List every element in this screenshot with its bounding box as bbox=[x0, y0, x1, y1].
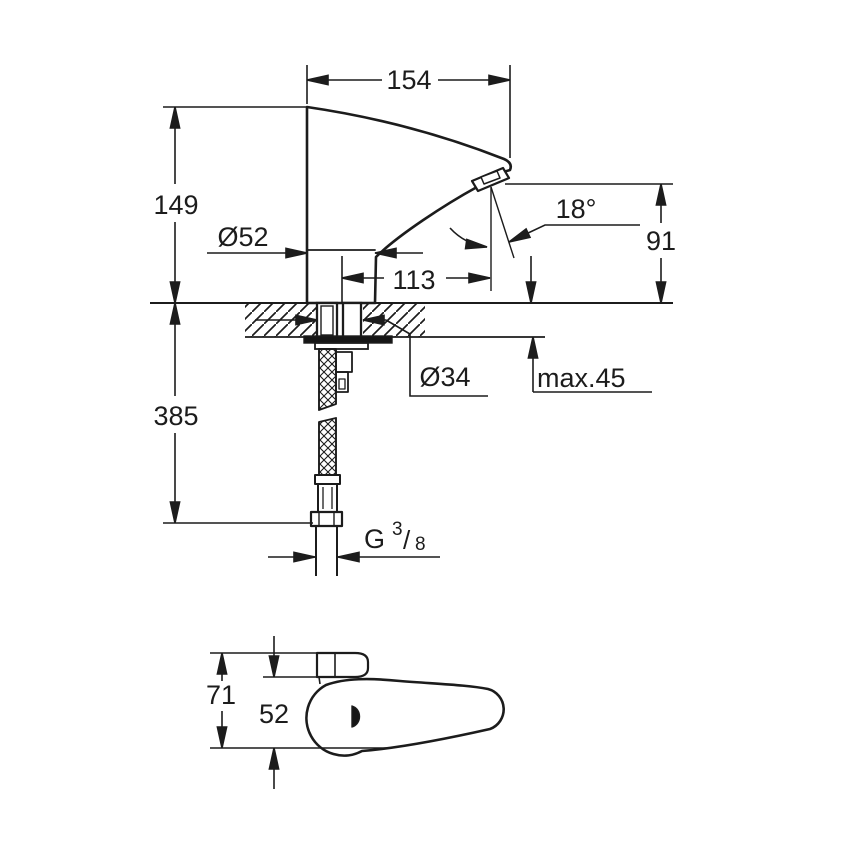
dim-label-top-view-overall: 71 bbox=[206, 680, 236, 710]
dim-label-outlet-angle: 18° bbox=[556, 194, 597, 224]
thread-slash: / bbox=[403, 525, 411, 555]
cable-plug-lower bbox=[335, 371, 349, 393]
dim-top-view-overall bbox=[210, 652, 390, 749]
braided-hose-lower bbox=[318, 417, 337, 476]
dim-thread-size bbox=[268, 551, 440, 563]
dim-hole-diameter bbox=[255, 314, 488, 397]
dim-label-outlet-height: 91 bbox=[646, 226, 676, 256]
cable-plug-notch bbox=[338, 378, 346, 390]
angle-18deg-line bbox=[490, 186, 515, 259]
counter-section bbox=[150, 301, 673, 350]
top-view-spout-foot bbox=[318, 676, 321, 685]
top-view-spout-tip bbox=[315, 651, 370, 679]
dim-label-thread-size: G 3 / 8 bbox=[364, 519, 426, 555]
top-view-sensor-mark bbox=[351, 705, 361, 728]
mounting-shank-tube-inner bbox=[320, 305, 334, 336]
cable-plug-upper bbox=[335, 351, 353, 373]
dim-hose-length bbox=[163, 302, 313, 524]
top-view-body-outline bbox=[305, 677, 505, 757]
hose-fitting-collar bbox=[314, 474, 341, 485]
dim-label-body-height: 149 bbox=[153, 190, 198, 220]
dim-body-height bbox=[163, 106, 307, 304]
mounting-washer bbox=[314, 342, 369, 350]
mounting-bolt bbox=[341, 301, 363, 339]
faucet-body-outline bbox=[305, 105, 513, 305]
dim-max-deck-thickness bbox=[525, 256, 652, 393]
sensor-window bbox=[480, 170, 501, 185]
hose-fitting-body bbox=[317, 483, 338, 513]
braided-hose-upper bbox=[318, 348, 337, 411]
top-view-faucet bbox=[305, 651, 505, 757]
dim-label-hose-length: 385 bbox=[153, 401, 198, 431]
dim-spout-width bbox=[306, 65, 511, 158]
side-view-faucet-body bbox=[305, 105, 513, 305]
dim-label-max-deck-thickness: max.45 bbox=[537, 363, 626, 393]
dim-label-top-view-body: 52 bbox=[259, 699, 289, 729]
dim-label-hole-diameter: Ø34 bbox=[419, 362, 470, 392]
thread-numerator: 3 bbox=[392, 519, 403, 540]
dim-top-view-body bbox=[268, 636, 280, 789]
dim-outlet-angle bbox=[449, 186, 640, 291]
mounting-shank-tube bbox=[315, 301, 339, 339]
dim-outlet-height bbox=[505, 183, 673, 304]
thread-prefix: G bbox=[364, 524, 385, 554]
hex-nut bbox=[309, 510, 344, 528]
thread-denominator: 8 bbox=[415, 534, 426, 555]
dim-label-spout-projection: 113 bbox=[392, 265, 435, 295]
dim-base-diameter bbox=[207, 247, 423, 259]
dim-label-spout-width: 154 bbox=[386, 65, 431, 95]
dim-spout-projection bbox=[341, 256, 491, 303]
dim-label-base-diameter: Ø52 bbox=[217, 222, 268, 252]
supply-hose bbox=[309, 348, 353, 576]
mounting-flange bbox=[303, 335, 393, 344]
